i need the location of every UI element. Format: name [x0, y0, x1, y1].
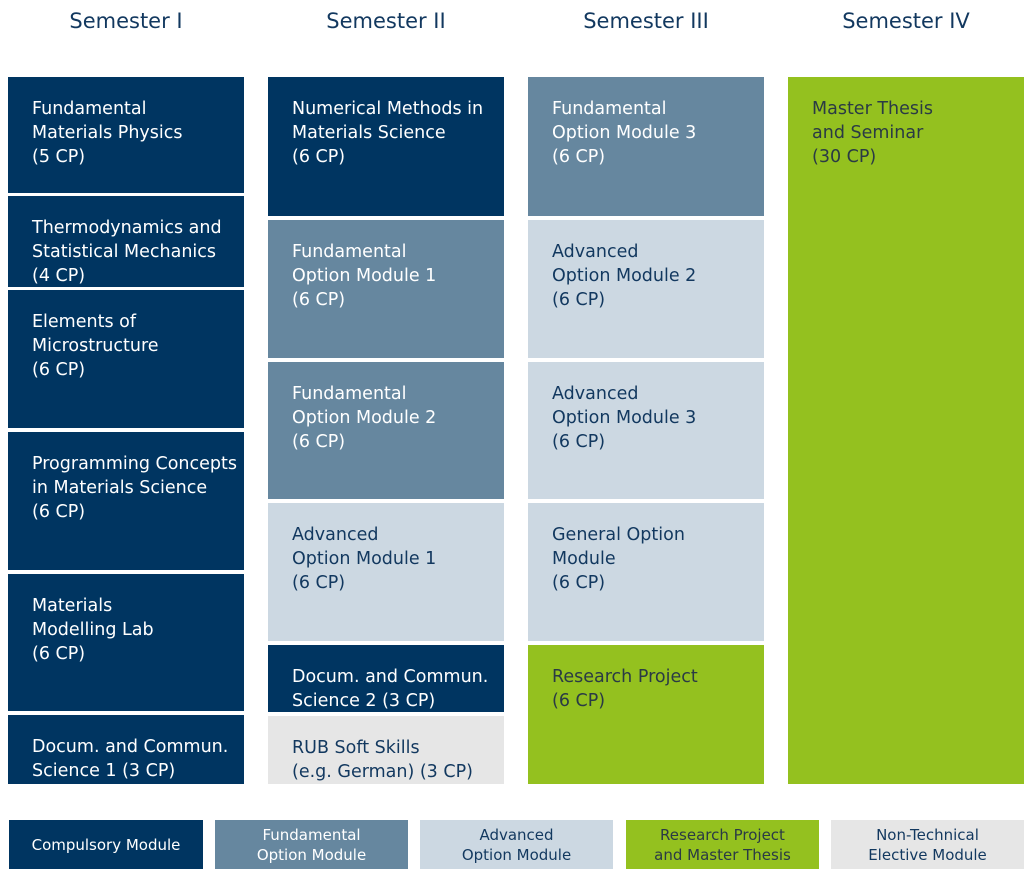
semester-title: Semester III	[583, 9, 709, 33]
legend-label-line: and Master Thesis	[654, 845, 791, 864]
module-text-line: (6 CP)	[32, 644, 86, 664]
module-text-line: (6 CP)	[32, 502, 86, 522]
module-text-line: Fundamental	[32, 99, 147, 119]
module-text-line: Thermodynamics and	[32, 218, 222, 238]
module-text-line: (6 CP)	[552, 691, 606, 711]
module-text-line: Module	[552, 549, 616, 569]
module-box-numerical-methods-in-materials-science: Numerical Methods in Materials Science (6 …	[268, 77, 504, 216]
module-text-line: Microstructure	[32, 336, 159, 356]
legend-label-line: Research Project	[660, 825, 785, 844]
module-text-line: Materials Physics	[32, 123, 183, 143]
module-text-line: Elements of	[32, 312, 137, 332]
semester-title: Semester I	[69, 9, 183, 33]
legend-label-line: Option Module	[461, 845, 572, 864]
module-text-line: Advanced	[292, 525, 379, 545]
module-text-line: Fundamental	[552, 99, 667, 119]
module-text-line: Numerical Methods in	[292, 99, 484, 119]
module-text-line: Advanced	[552, 242, 639, 262]
module-text-line: RUB Soft Skills	[292, 738, 420, 758]
module-text-line: Science 2 (3 CP)	[292, 691, 436, 711]
semester-title: Semester II	[326, 9, 446, 33]
module-text-line: (6 CP)	[292, 147, 346, 167]
module-text-line: (4 CP)	[32, 266, 86, 286]
module-text-line: (6 CP)	[552, 573, 606, 593]
module-text-line: Option Module 3	[552, 408, 697, 428]
module-text-line: Research Project	[552, 667, 698, 687]
module-box-docum-and-commun-science-2-3-cp: Docum. and Commun. Science 2 (3 CP)	[268, 645, 504, 712]
module-text-line: (6 CP)	[32, 360, 86, 380]
module-box-research-project-6-cp: Research Project (6 CP)	[528, 645, 764, 784]
module-text-line: Modelling Lab	[32, 620, 154, 640]
module-text-line: in Materials Science	[32, 478, 208, 498]
module-text-line: Docum. and Commun.	[32, 737, 229, 757]
module-text-line: Materials	[32, 596, 113, 616]
module-text-line: Option Module 2	[292, 408, 437, 428]
module-text-line: Materials Science	[292, 123, 446, 143]
module-text-line: Statistical Mechanics	[32, 242, 217, 262]
module-text-line: and Seminar	[812, 123, 924, 143]
module-text-line: (6 CP)	[552, 290, 606, 310]
legend-item-compulsory: Compulsory Module	[9, 820, 203, 869]
module-text-line: General Option	[552, 525, 685, 545]
legend-label-line: Option Module	[256, 845, 367, 864]
module-box-rub-soft-skills-e-g-german-3-cp: RUB Soft Skills (e.g. German) (3 CP)	[268, 716, 504, 784]
module-box-programming-concepts-in-materials-science: Programming Concepts in Materials Science…	[8, 432, 244, 570]
module-text-line: (e.g. German) (3 CP)	[292, 762, 473, 782]
module-text-line: (6 CP)	[552, 147, 606, 167]
semester-title: Semester IV	[842, 9, 970, 33]
module-text-line: Option Module 1	[292, 549, 437, 569]
module-text-line: Option Module 1	[292, 266, 437, 286]
module-text-line: (6 CP)	[552, 432, 606, 452]
module-text-line: (30 CP)	[812, 147, 877, 167]
module-text-line: Fundamental	[292, 242, 407, 262]
legend-label-line: Elective Module	[868, 845, 987, 864]
module-text-line: Option Module 2	[552, 266, 697, 286]
module-text-line: Programming Concepts	[32, 454, 238, 474]
module-text-line: (5 CP)	[32, 147, 86, 167]
module-text-line: Science 1 (3 CP)	[32, 761, 176, 781]
legend-label-line: Advanced	[479, 825, 554, 844]
module-box-docum-and-commun-science-1-3-cp: Docum. and Commun. Science 1 (3 CP)	[8, 715, 244, 784]
module-text-line: Docum. and Commun.	[292, 667, 489, 687]
legend-label-line: Non-Technical	[876, 825, 979, 844]
legend-label-line: Compulsory Module	[31, 835, 181, 854]
module-text-line: Option Module 3	[552, 123, 697, 143]
module-text-line: Fundamental	[292, 384, 407, 404]
module-box-master-thesis-and-seminar: Master Thesis and Seminar (30 CP)	[788, 77, 1024, 784]
module-text-line: (6 CP)	[292, 573, 346, 593]
legend-label-line: Fundamental	[262, 825, 361, 844]
module-text-line: (6 CP)	[292, 290, 346, 310]
module-text-line: (6 CP)	[292, 432, 346, 452]
module-text-line: Advanced	[552, 384, 639, 404]
module-box-elements-of-microstructure: Elements of Microstructure (6 CP)	[8, 290, 244, 428]
module-text-line: Master Thesis	[812, 99, 933, 119]
